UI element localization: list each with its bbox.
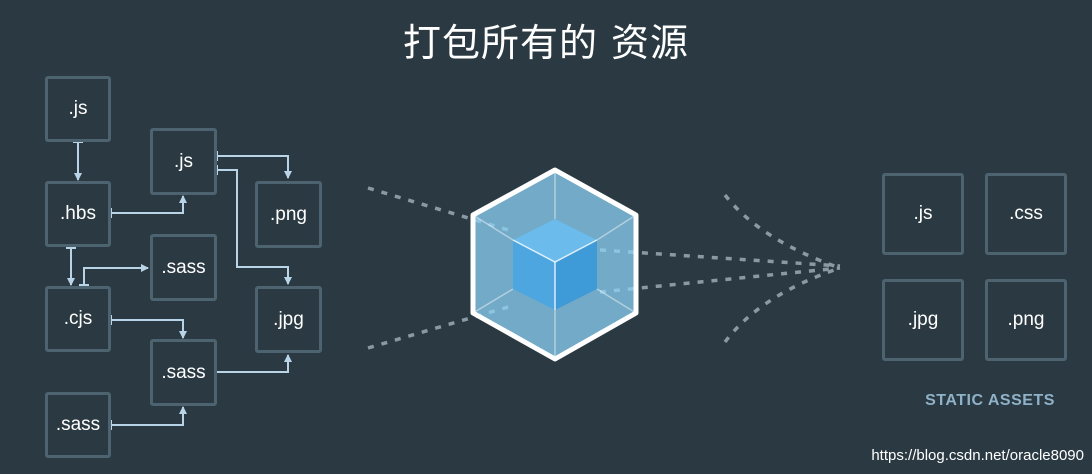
source-file-js: .js	[150, 128, 217, 195]
watermark-url: https://blog.csdn.net/oracle8090	[871, 447, 1084, 464]
source-file-js: .js	[45, 76, 111, 142]
static-assets-label: STATIC ASSETS	[925, 392, 1055, 409]
static-asset-css: .css	[985, 173, 1067, 255]
source-file-hbs: .hbs	[45, 181, 111, 247]
arrow-cjs-to-sass-2	[111, 319, 187, 339]
dependency-arrows	[66, 141, 292, 430]
source-file-cjs: .cjs	[45, 286, 111, 352]
source-file-jpg: .jpg	[255, 286, 322, 353]
flow-line-out-bottom	[599, 266, 841, 294]
static-asset-js: .js	[882, 173, 964, 255]
static-asset-jpg: .jpg	[882, 279, 964, 361]
flow-line-out-top	[599, 248, 841, 268]
arrow-sass-to-sass	[111, 406, 187, 426]
static-asset-png: .png	[985, 279, 1067, 361]
source-file-sass: .sass	[150, 234, 217, 301]
webpack-logo	[470, 167, 639, 362]
page-title: 打包所有的 资源	[402, 21, 690, 65]
source-file-sass: .sass	[45, 392, 111, 458]
arrow-js-to-jpg	[217, 169, 292, 285]
arrow-cjs-to-sass	[83, 264, 149, 285]
source-file-png: .png	[255, 181, 322, 248]
source-file-sass: .sass	[150, 339, 217, 406]
flow-curve-top	[723, 193, 841, 270]
arrow-sass-to-jpg	[217, 354, 292, 373]
arrow-hbs-to-js	[111, 195, 187, 214]
arrow-js-to-png	[217, 155, 292, 179]
